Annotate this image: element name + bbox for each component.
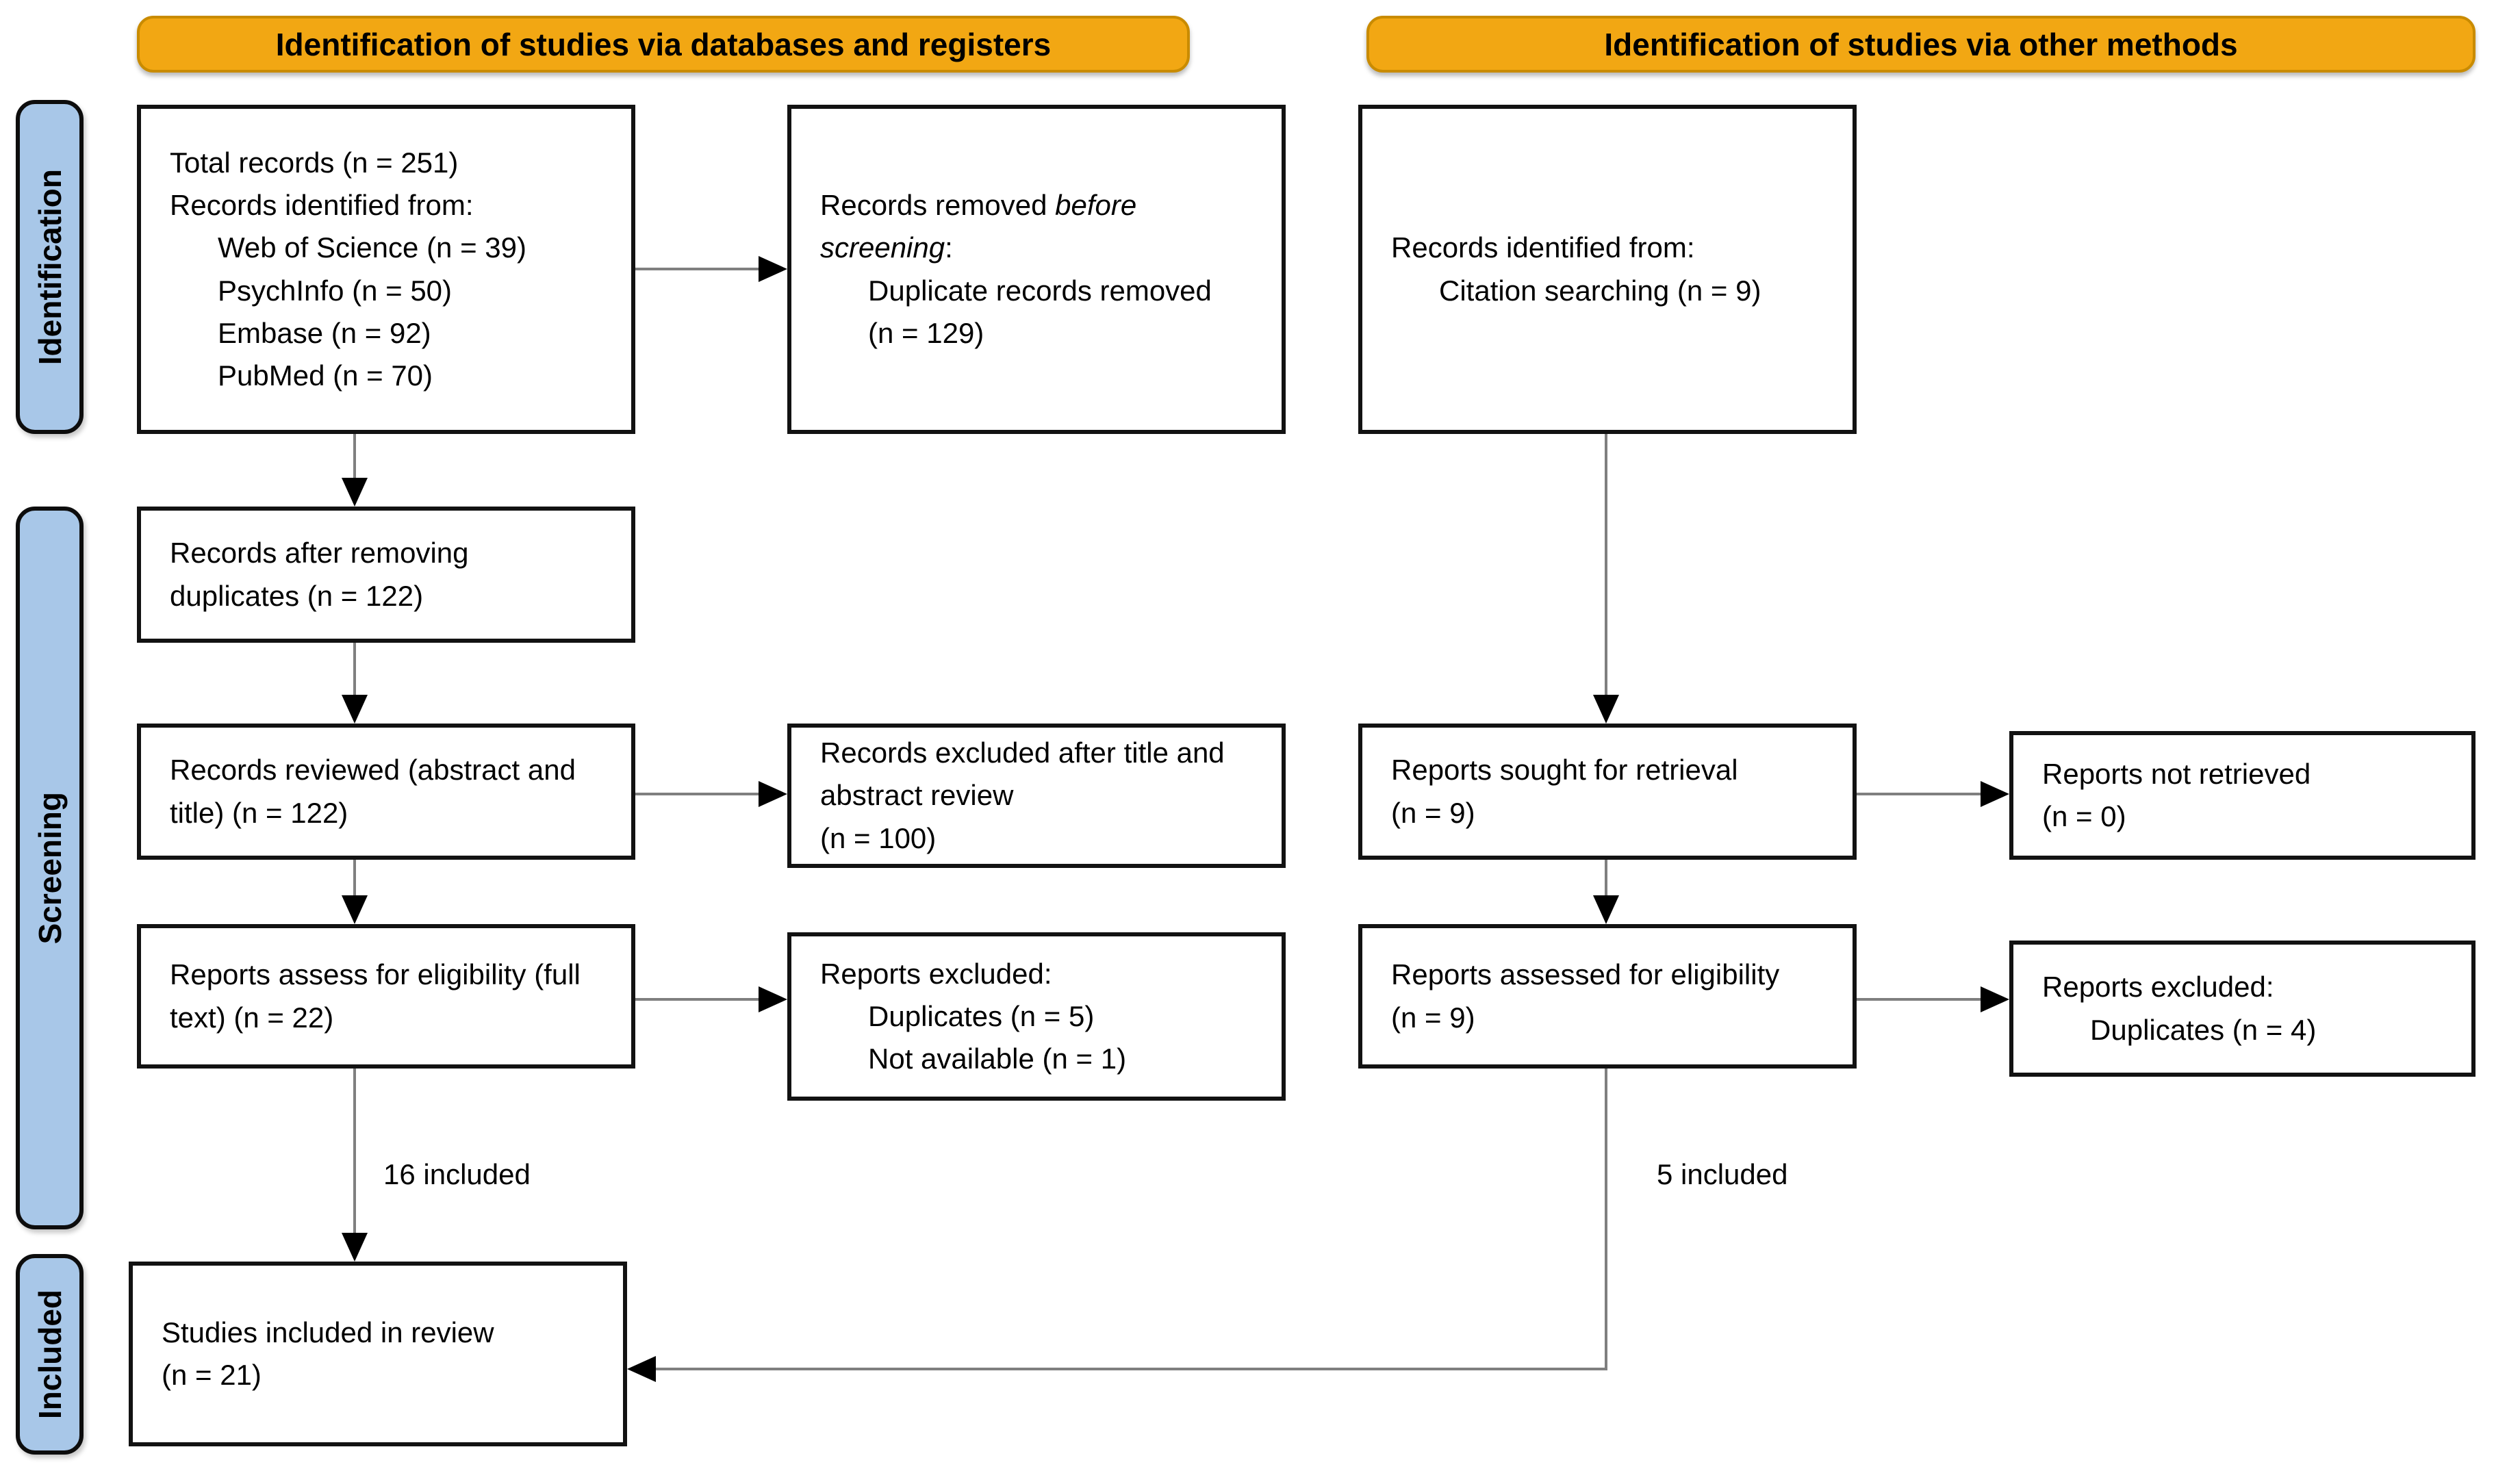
records-removed-suffix: : Duplicate records removed (n = 129) xyxy=(868,231,1212,349)
arrow-down-icon xyxy=(1593,895,1619,924)
connector-assess-to-included-line xyxy=(353,1069,356,1234)
connector-assessed-to-excluded-line xyxy=(1857,998,1983,1001)
arrow-down-icon xyxy=(342,695,368,724)
box-reports-excluded-right: Reports excluded: Duplicates (n = 4) xyxy=(2009,941,2476,1077)
box-studies-included-text: Studies included in review (n = 21) xyxy=(162,1316,494,1391)
connector-citation-to-sought-line xyxy=(1605,434,1607,698)
arrow-right-icon xyxy=(759,256,787,282)
connector-assessed-to-included-vertical-line xyxy=(1605,1069,1607,1370)
sidebar-screening-label: Screening xyxy=(31,791,68,945)
connector-reviewed-to-excluded-line xyxy=(635,793,760,795)
sidebar-included-label: Included xyxy=(31,1289,68,1420)
arrow-right-icon xyxy=(1981,986,2009,1012)
connector-assessed-to-included-horizontal-line xyxy=(656,1368,1607,1370)
connector-total-to-removed-line xyxy=(635,268,760,270)
box-reports-assessed-right: Reports assessed for eligibility (n = 9) xyxy=(1358,924,1857,1069)
arrow-down-icon xyxy=(1593,695,1619,724)
arrow-left-icon xyxy=(627,1356,656,1382)
arrow-down-icon xyxy=(342,478,368,507)
box-reports-assess: Reports assess for eligibility (full tex… xyxy=(137,924,635,1069)
connector-assess-to-excluded-line xyxy=(635,998,760,1001)
box-reports-excluded-left-text: Reports excluded: Duplicates (n = 5) Not… xyxy=(820,957,1127,1075)
box-records-removed-text: Records removed before screening: Duplic… xyxy=(791,184,1224,355)
connector-afterdup-to-reviewed-line xyxy=(353,643,356,696)
box-reports-assess-text: Reports assess for eligibility (full tex… xyxy=(170,958,581,1034)
box-reports-sought-text: Reports sought for retrieval (n = 9) xyxy=(1391,754,1738,829)
box-reports-excluded-left: Reports excluded: Duplicates (n = 5) Not… xyxy=(787,932,1286,1101)
box-studies-included: Studies included in review (n = 21) xyxy=(129,1262,627,1446)
connector-reviewed-to-assess-line xyxy=(353,860,356,897)
arrow-right-icon xyxy=(759,781,787,807)
box-total-records: Total records (n = 251) Records identifi… xyxy=(137,105,635,434)
arrow-down-icon xyxy=(342,1233,368,1262)
sidebar-identification: Identification xyxy=(16,100,84,434)
banner-other-methods-label: Identification of studies via other meth… xyxy=(1604,26,2238,62)
banner-other-methods: Identification of studies via other meth… xyxy=(1366,16,2476,73)
box-reports-not-retrieved-text: Reports not retrieved (n = 0) xyxy=(2042,757,2311,832)
banner-databases-registers-label: Identification of studies via databases … xyxy=(275,26,1052,62)
box-citation-records-text: Records identified from: Citation search… xyxy=(1391,231,1761,307)
box-records-excluded-text: Records excluded after title and abstrac… xyxy=(820,737,1225,854)
connector-sought-to-notretrieved-line xyxy=(1857,793,1983,795)
box-reports-sought: Reports sought for retrieval (n = 9) xyxy=(1358,724,1857,860)
box-records-reviewed: Records reviewed (abstract and title) (n… xyxy=(137,724,635,860)
box-records-excluded: Records excluded after title and abstrac… xyxy=(787,724,1286,868)
sidebar-included: Included xyxy=(16,1254,84,1455)
label-5-included: 5 included xyxy=(1657,1158,1788,1190)
box-total-records-text: Total records (n = 251) Records identifi… xyxy=(170,146,526,392)
box-reports-assessed-right-text: Reports assessed for eligibility (n = 9) xyxy=(1391,958,1780,1034)
records-removed-italic: before screening xyxy=(820,189,1137,264)
records-removed-prefix: Records removed xyxy=(820,189,1056,222)
box-after-duplicates: Records after removing duplicates (n = 1… xyxy=(137,507,635,643)
box-records-removed: Records removed before screening: Duplic… xyxy=(787,105,1286,434)
connector-total-to-afterdup-line xyxy=(353,434,356,482)
connector-sought-to-assessed-line xyxy=(1605,860,1607,897)
box-reports-excluded-right-text: Reports excluded: Duplicates (n = 4) xyxy=(2042,971,2317,1046)
arrow-down-icon xyxy=(342,895,368,924)
sidebar-screening: Screening xyxy=(16,507,84,1229)
box-reports-not-retrieved: Reports not retrieved (n = 0) xyxy=(2009,731,2476,860)
banner-databases-registers: Identification of studies via databases … xyxy=(137,16,1190,73)
box-citation-records: Records identified from: Citation search… xyxy=(1358,105,1857,434)
box-after-duplicates-text: Records after removing duplicates (n = 1… xyxy=(170,537,469,612)
sidebar-identification-label: Identification xyxy=(31,168,68,366)
box-records-reviewed-text: Records reviewed (abstract and title) (n… xyxy=(170,754,576,829)
arrow-right-icon xyxy=(759,986,787,1012)
arrow-right-icon xyxy=(1981,781,2009,807)
label-16-included: 16 included xyxy=(383,1158,531,1190)
